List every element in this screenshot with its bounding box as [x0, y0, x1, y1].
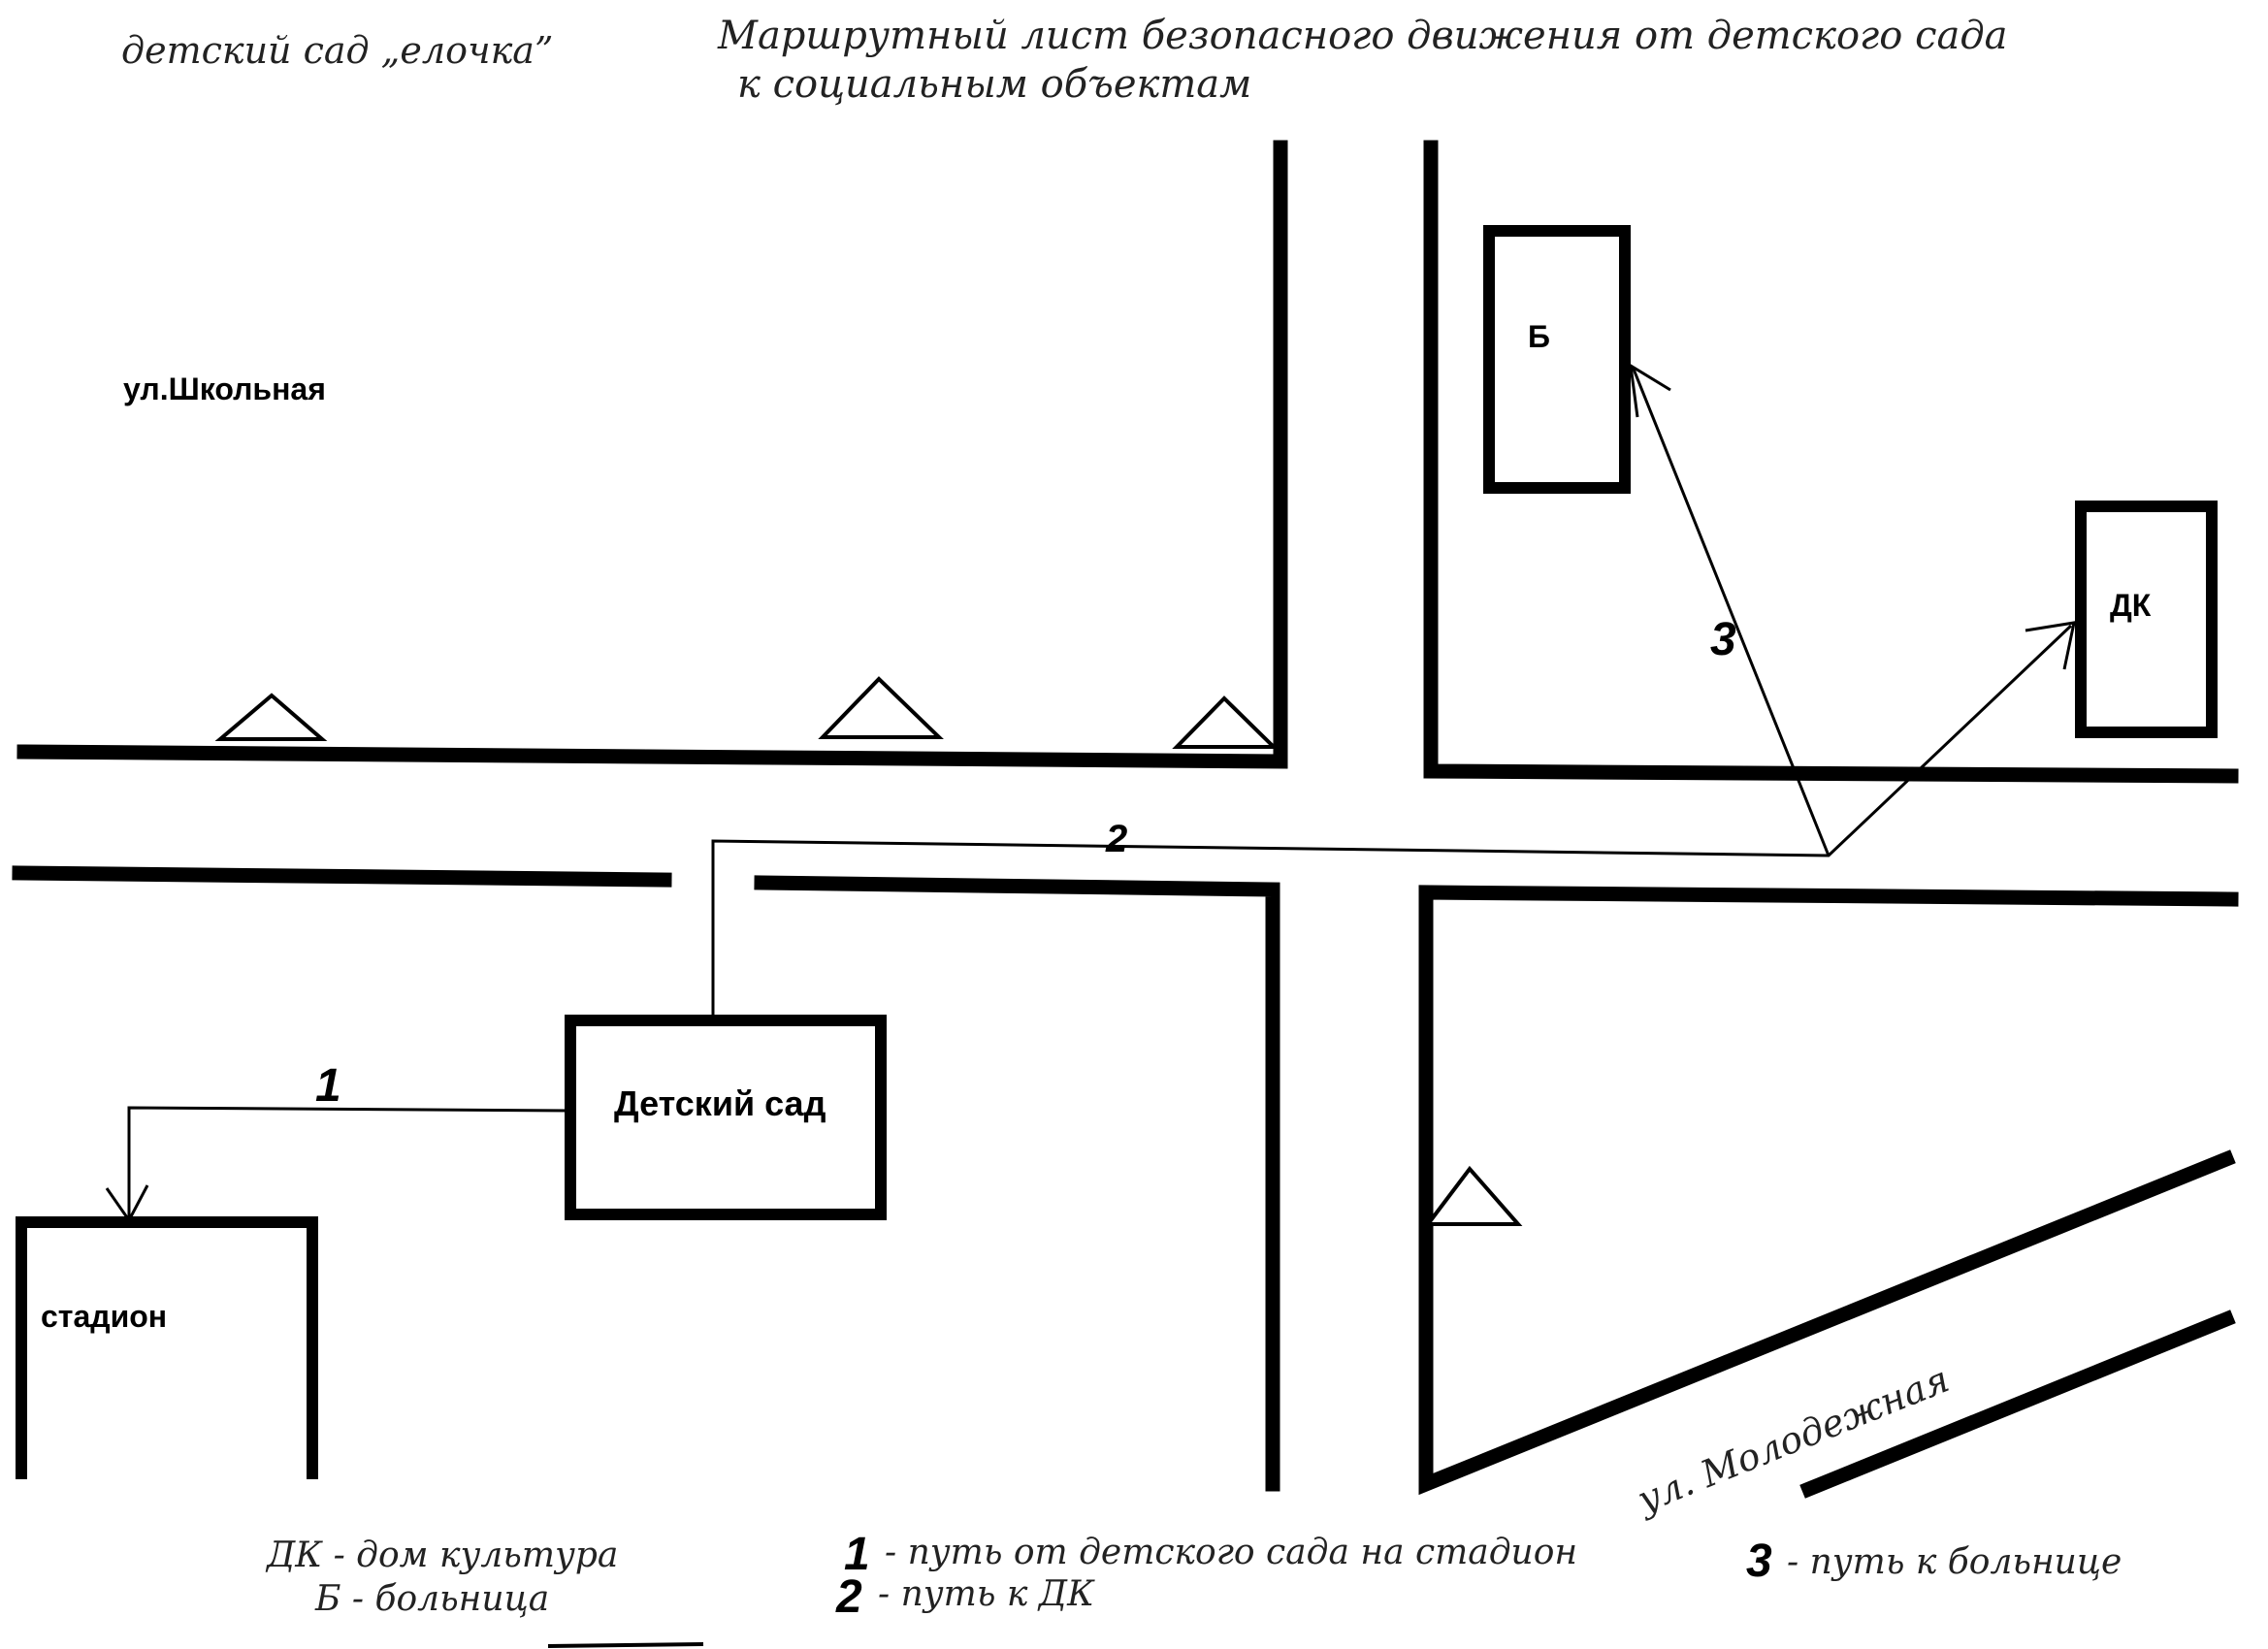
legend-route-3-text: - путь к больнице: [1787, 1542, 2122, 1582]
stadium-label: стадион: [41, 1299, 167, 1334]
road-edge-diagonal: [1799, 1310, 2236, 1499]
kindergarten-label: Детский сад: [614, 1083, 826, 1123]
legend-arrow-line: [547, 1642, 704, 1648]
legend-route-3-number: 3: [1746, 1536, 1772, 1587]
pedestrian-crossings: [214, 676, 1523, 1226]
culture-house-label: ДК: [2110, 588, 2152, 623]
route-1-path: [127, 1106, 571, 1217]
legend-route-2-number: 2: [835, 1571, 862, 1623]
road-edge-upper-right: [1423, 140, 2239, 784]
legend-b: Б - больница: [314, 1579, 549, 1619]
street-school-label: ул.Школьная: [123, 372, 326, 406]
legend-route-1-text: - путь от детского сада на стадион: [885, 1533, 1577, 1572]
route-2-path: [711, 624, 2073, 1017]
roads: [12, 140, 2239, 1499]
pedestrian-crossing-sign-icon: [818, 676, 944, 739]
legend-dk: ДК - дом культура: [265, 1536, 618, 1575]
road-edge-upper-left: [16, 140, 1288, 769]
legend: ДК - дом культура Б - больница 1 - путь …: [265, 1529, 2122, 1648]
hospital-building: [1483, 225, 1631, 494]
route-3-number: 3: [1710, 614, 1736, 665]
route-2-number: 2: [1105, 818, 1127, 860]
road-edge-lower-left-b: [754, 875, 1280, 1492]
map-title-line1: Маршрутный лист безопасного движения от …: [717, 14, 2008, 58]
buildings: [16, 225, 2218, 1479]
route-arrow-icon: [2025, 621, 2076, 670]
pedestrian-crossing-sign-icon: [1172, 695, 1279, 749]
route-3-path: [1631, 366, 1831, 857]
kindergarten-building: [565, 1015, 887, 1220]
kindergarten-name: детский сад „елочка”: [121, 29, 553, 72]
route-arrow-icon: [105, 1184, 149, 1223]
routes: [105, 363, 2076, 1223]
road-edge-lower-right: [1418, 885, 2239, 1496]
road-edge-lower-left-a: [12, 865, 672, 888]
pedestrian-crossing-sign-icon: [1423, 1165, 1523, 1226]
legend-route-2-text: - путь к ДК: [878, 1574, 1095, 1614]
map-title-line2: к социальным объектам: [737, 62, 1251, 107]
legend-route-1-number: 1: [844, 1529, 870, 1580]
hospital-label: Б: [1528, 319, 1550, 354]
pedestrian-crossing-sign-icon: [214, 693, 328, 741]
stadium-building: [16, 1216, 318, 1479]
route-arrow-icon: [1629, 363, 1671, 418]
culture-house-building: [2075, 501, 2218, 738]
route-1-number: 1: [315, 1060, 341, 1112]
